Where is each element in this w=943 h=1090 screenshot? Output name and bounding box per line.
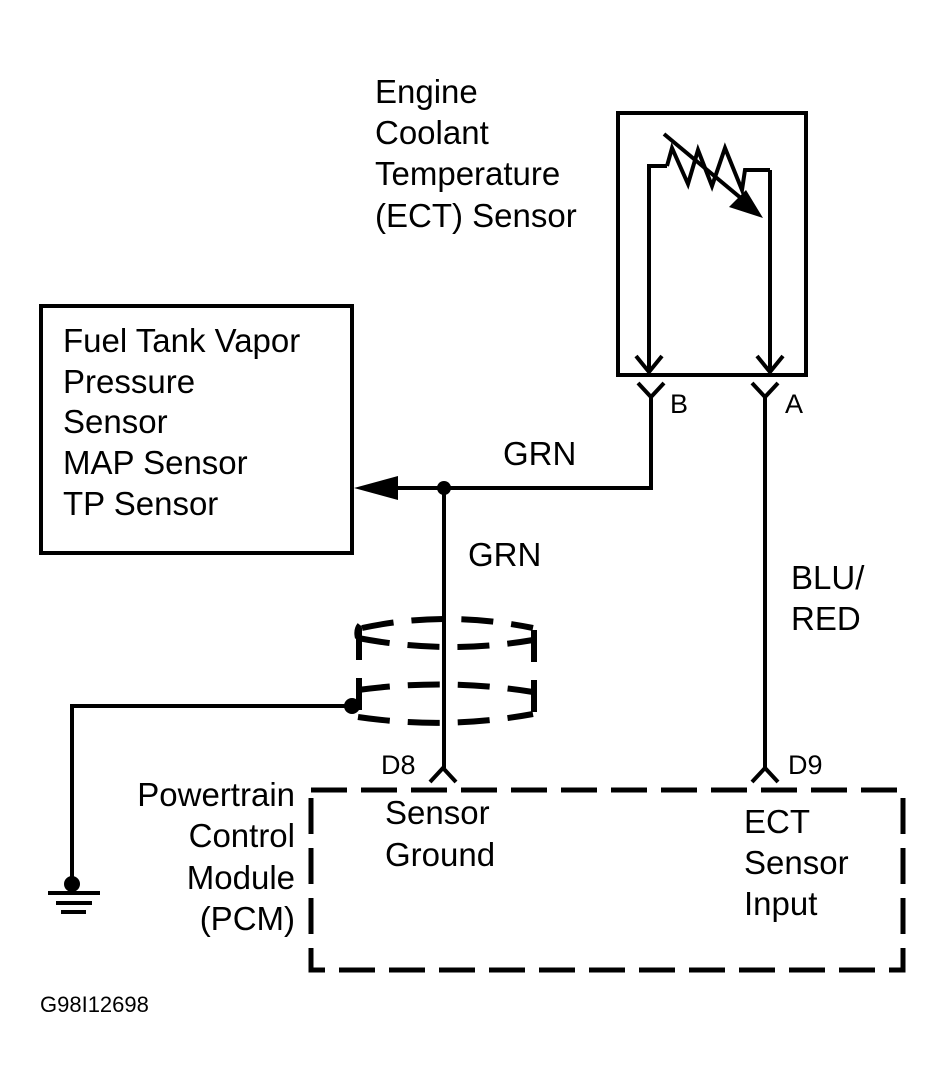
thermistor-variable-arrow — [662, 132, 750, 206]
pin-d9-label: D9 — [788, 750, 823, 780]
figure-id: G98I12698 — [40, 992, 149, 1017]
connector-d8-icon — [428, 765, 458, 784]
d9-function-line-3: Input — [744, 885, 817, 922]
shared-sensors-label-line-2: Pressure — [63, 363, 195, 400]
pin-d8-label: D8 — [381, 750, 416, 780]
grn-wire-label-top: GRN — [503, 435, 576, 472]
ground-symbol-icon — [48, 876, 100, 914]
shared-sensors-label-line-4: MAP Sensor — [63, 444, 248, 481]
d8-function-line-2: Ground — [385, 836, 495, 873]
connector-a-icon — [750, 381, 780, 400]
ect-sensor-component — [616, 111, 808, 377]
d8-function-line-1: Sensor — [385, 794, 490, 831]
shared-sensors-label-line-1: Fuel Tank Vapor — [63, 322, 300, 359]
connector-d9-icon — [750, 765, 780, 784]
blu-red-wire-label-line-2: RED — [791, 600, 861, 637]
drain-splice-dot-icon — [344, 698, 360, 714]
shared-sensors-box — [39, 304, 354, 555]
d9-function-line-1: ECT — [744, 803, 810, 840]
shared-sensors-label-line-3: Sensor — [63, 403, 168, 440]
ect-sensor-label-line-4: (ECT) Sensor — [375, 197, 577, 234]
pcm-label-line-4: (PCM) — [200, 900, 295, 937]
d9-function-line-2: Sensor — [744, 844, 849, 881]
shared-sensors-label-line-5: TP Sensor — [63, 485, 218, 522]
ect-sensor-label-line-2: Coolant — [375, 114, 489, 151]
drain-wire — [70, 704, 352, 882]
thermistor-arrowhead-icon — [729, 190, 763, 218]
pin-b-label: B — [670, 389, 688, 419]
pin-a-label: A — [785, 389, 803, 419]
thermistor-resistor-icon — [665, 142, 770, 198]
pcm-label-line-1: Powertrain — [137, 776, 295, 813]
connector-b-icon — [636, 381, 666, 400]
ect-sensor-label-line-1: Engine — [375, 73, 478, 110]
pin-b-inner-arrow-icon — [634, 354, 664, 376]
pcm-box — [308, 787, 906, 973]
pcm-label-line-3: Module — [187, 859, 295, 896]
thermistor-lead-b — [647, 164, 667, 370]
ect-sensor-box — [616, 111, 808, 377]
grn-wire-label-vertical: GRN — [468, 536, 541, 573]
ect-sensor-label-line-3: Temperature — [375, 155, 560, 192]
wire-shield-icon — [354, 616, 537, 726]
blu-red-wire-label-line-1: BLU/ — [791, 559, 865, 596]
pin-a-inner-arrow-icon — [755, 354, 785, 376]
arrow-to-sensors-icon — [354, 476, 398, 500]
pcm-label-line-2: Control — [189, 817, 295, 854]
